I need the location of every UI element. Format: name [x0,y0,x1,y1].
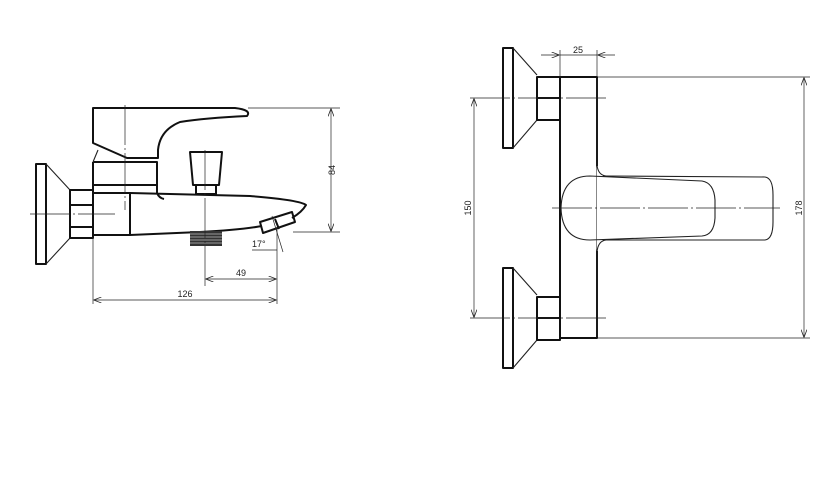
dim-84: 84 [327,165,337,175]
dim-150: 150 [463,200,473,215]
centre-lines [30,105,206,288]
lever-edge [92,149,99,163]
dim-126: 126 [177,289,192,299]
dim-178: 178 [794,200,804,215]
diverter-knob [189,151,223,195]
threaded-outlet [190,231,222,246]
side-view: 84 49 126 17° [30,105,340,304]
lever-handle [92,107,250,159]
front-view: 25 150 178 [463,45,810,369]
dim-49: 49 [236,268,246,278]
front-centre-lines [470,97,780,319]
body-column [559,76,598,339]
dim-25: 25 [573,45,583,55]
dim-17-degrees: 17° [252,239,266,249]
aerator [259,211,296,234]
spout-top [602,175,774,241]
lever-top [560,175,716,241]
